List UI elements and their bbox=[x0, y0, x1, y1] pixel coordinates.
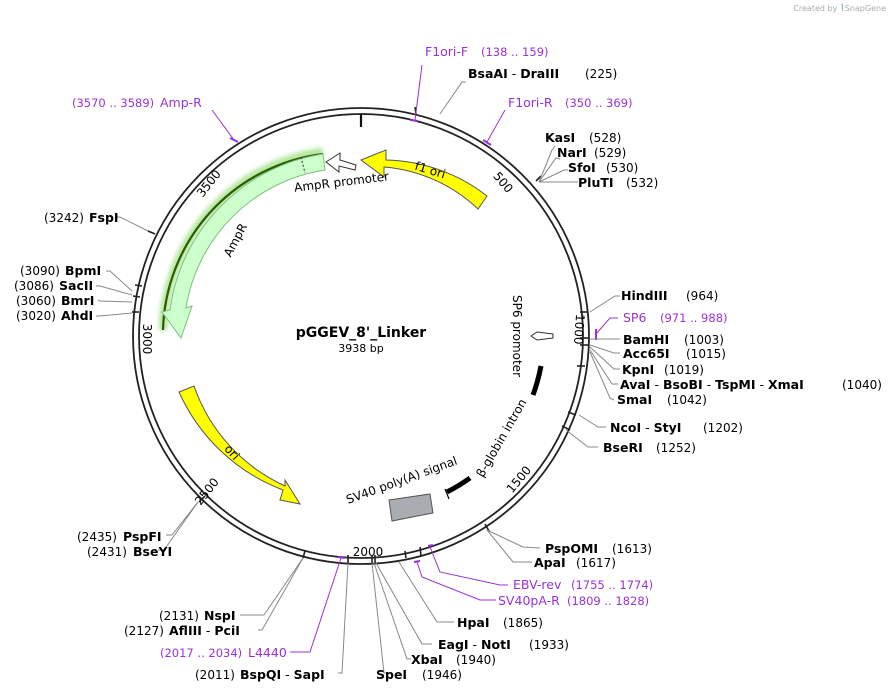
ampr-highlight-line bbox=[161, 152, 324, 331]
label-connectors bbox=[96, 81, 620, 674]
f1-ori-arrow[interactable] bbox=[359, 149, 488, 210]
site-bspqi-pos: (2011) bbox=[195, 668, 235, 682]
site-afliii[interactable]: AflIII - PciI bbox=[169, 623, 240, 638]
site-sacii[interactable]: SacII bbox=[59, 278, 93, 293]
site-bseyi[interactable]: BseYI bbox=[133, 544, 172, 559]
site-apai-pos: (1617) bbox=[576, 556, 616, 570]
primer-sp6[interactable]: SP6 bbox=[623, 310, 646, 325]
site-bpmi-pos: (3090) bbox=[20, 264, 60, 278]
intron-divider bbox=[444, 488, 450, 500]
tick-3000: 3000 bbox=[140, 324, 154, 355]
site-spei-pos: (1946) bbox=[422, 668, 462, 682]
site-pspfi-pos: (2435) bbox=[77, 530, 117, 544]
site-bseri-pos: (1252) bbox=[656, 441, 696, 455]
plasmid-name: pGGEV_8'_Linker bbox=[296, 325, 427, 341]
primer-l4440-pos: (2017 .. 2034) bbox=[160, 646, 242, 660]
site-pspomi-pos: (1613) bbox=[612, 542, 652, 556]
site-bsaai-pos: (225) bbox=[585, 67, 617, 81]
primer-connectors bbox=[211, 64, 618, 653]
site-bseri[interactable]: BseRI bbox=[603, 440, 643, 455]
watermark-brand: SnapGene bbox=[844, 4, 886, 13]
primer-amp-r-pos: (3570 .. 3589) bbox=[72, 96, 154, 110]
site-hpai[interactable]: HpaI bbox=[457, 615, 490, 630]
primer-sp6-pos: (971 .. 988) bbox=[660, 311, 728, 325]
site-smai[interactable]: SmaI bbox=[617, 392, 652, 407]
primer-f1ori-f-pos: (138 .. 159) bbox=[481, 45, 549, 59]
site-nspi[interactable]: NspI bbox=[204, 608, 236, 623]
site-hpai-pos: (1865) bbox=[503, 616, 543, 630]
site-ahdi-pos: (3020) bbox=[16, 309, 56, 323]
site-eagi-pos: (1933) bbox=[529, 638, 569, 652]
site-pluti-pos: (532) bbox=[626, 176, 658, 190]
site-bamhi[interactable]: BamHI bbox=[623, 332, 669, 347]
site-pspomi[interactable]: PspOMI bbox=[545, 541, 598, 556]
site-bspqi[interactable]: BspQI - SapI bbox=[240, 667, 325, 682]
site-bsaai[interactable]: BsaAI - DraIII bbox=[468, 66, 559, 81]
site-afliii-pos: (2127) bbox=[124, 624, 164, 638]
plasmid-length: 3938 bp bbox=[338, 342, 383, 355]
primer-f1ori-r[interactable]: F1ori-R bbox=[508, 95, 553, 110]
primer-sv40pa-r[interactable]: SV40pA-R bbox=[498, 593, 560, 608]
site-xbai-pos: (1940) bbox=[456, 653, 496, 667]
site-hindiii[interactable]: HindIII bbox=[621, 288, 668, 303]
site-nspi-pos: (2131) bbox=[159, 609, 199, 623]
site-bseyi-pos: (2431) bbox=[87, 545, 127, 559]
primer-l4440[interactable]: L4440 bbox=[248, 645, 287, 660]
site-sfoi-pos: (530) bbox=[606, 161, 638, 175]
site-hindiii-pos: (964) bbox=[686, 289, 718, 303]
ampr-arrow[interactable] bbox=[161, 153, 326, 340]
snapgene-logo-icon: ⌇ bbox=[839, 3, 845, 14]
ampr-promoter-arrow[interactable] bbox=[325, 152, 357, 174]
primer-amp-r[interactable]: Amp-R bbox=[160, 95, 202, 110]
site-avai-pos: (1040) bbox=[842, 378, 882, 392]
primer-f1ori-f[interactable]: F1ori-F bbox=[425, 44, 468, 59]
site-acc65i[interactable]: Acc65I bbox=[623, 346, 670, 361]
site-acc65i-pos: (1015) bbox=[686, 347, 726, 361]
site-ahdi[interactable]: AhdI bbox=[61, 308, 93, 323]
primer-marks bbox=[229, 119, 597, 563]
ampr-dashed-divider bbox=[300, 156, 306, 174]
site-pspfi[interactable]: PspFI bbox=[123, 529, 162, 544]
site-sacii-pos: (3086) bbox=[14, 279, 54, 293]
site-xbai[interactable]: XbaI bbox=[411, 652, 443, 667]
primer-f1ori-r-pos: (350 .. 369) bbox=[565, 96, 633, 110]
site-ncoi[interactable]: NcoI - StyI bbox=[610, 420, 681, 435]
site-ncoi-pos: (1202) bbox=[703, 421, 743, 435]
site-nari[interactable]: NarI bbox=[557, 145, 587, 160]
site-nari-pos: (529) bbox=[594, 146, 626, 160]
primer-ebv-rev[interactable]: EBV-rev bbox=[513, 577, 562, 592]
site-apai[interactable]: ApaI bbox=[534, 555, 566, 570]
site-kpni-pos: (1019) bbox=[664, 363, 704, 377]
site-eagi[interactable]: EagI - NotI bbox=[438, 637, 511, 652]
site-pluti[interactable]: PluTI bbox=[578, 175, 614, 190]
sv40-polya-block[interactable] bbox=[388, 493, 434, 522]
intron-segment-2[interactable] bbox=[445, 475, 472, 495]
beta-globin-intron-bar[interactable] bbox=[530, 365, 544, 396]
primer-ebv-rev-pos: (1755 .. 1774) bbox=[571, 578, 653, 592]
site-bpmi[interactable]: BpmI bbox=[65, 263, 101, 278]
tick-1000: 1000 bbox=[571, 314, 587, 345]
site-smai-pos: (1042) bbox=[667, 393, 707, 407]
watermark: Created by ⌇SnapGene bbox=[793, 3, 886, 14]
site-spei[interactable]: SpeI bbox=[376, 667, 407, 682]
ori-arrow[interactable] bbox=[178, 385, 302, 505]
site-fspi-pos: (3242) bbox=[44, 211, 84, 225]
primer-sv40pa-r-pos: (1809 .. 1828) bbox=[567, 594, 649, 608]
site-bmri-pos: (3060) bbox=[16, 294, 56, 308]
site-kpni[interactable]: KpnI bbox=[622, 362, 654, 377]
site-bmri[interactable]: BmrI bbox=[61, 293, 94, 308]
site-bamhi-pos: (1003) bbox=[684, 333, 724, 347]
site-avai[interactable]: AvaI - BsoBI - TspMI - XmaI bbox=[620, 377, 804, 392]
sp6-promoter-arrow[interactable] bbox=[530, 331, 554, 341]
ampr-label: AmpR bbox=[221, 221, 250, 259]
site-fspi[interactable]: FspI bbox=[89, 210, 119, 225]
site-kasi-pos: (528) bbox=[589, 131, 621, 145]
site-sfoi[interactable]: SfoI bbox=[568, 160, 596, 175]
tick-2000: 2000 bbox=[353, 545, 384, 559]
watermark-text: Created by bbox=[793, 4, 838, 13]
site-kasi[interactable]: KasI bbox=[545, 130, 575, 145]
sp6-promoter-label: SP6 promoter bbox=[510, 295, 524, 377]
